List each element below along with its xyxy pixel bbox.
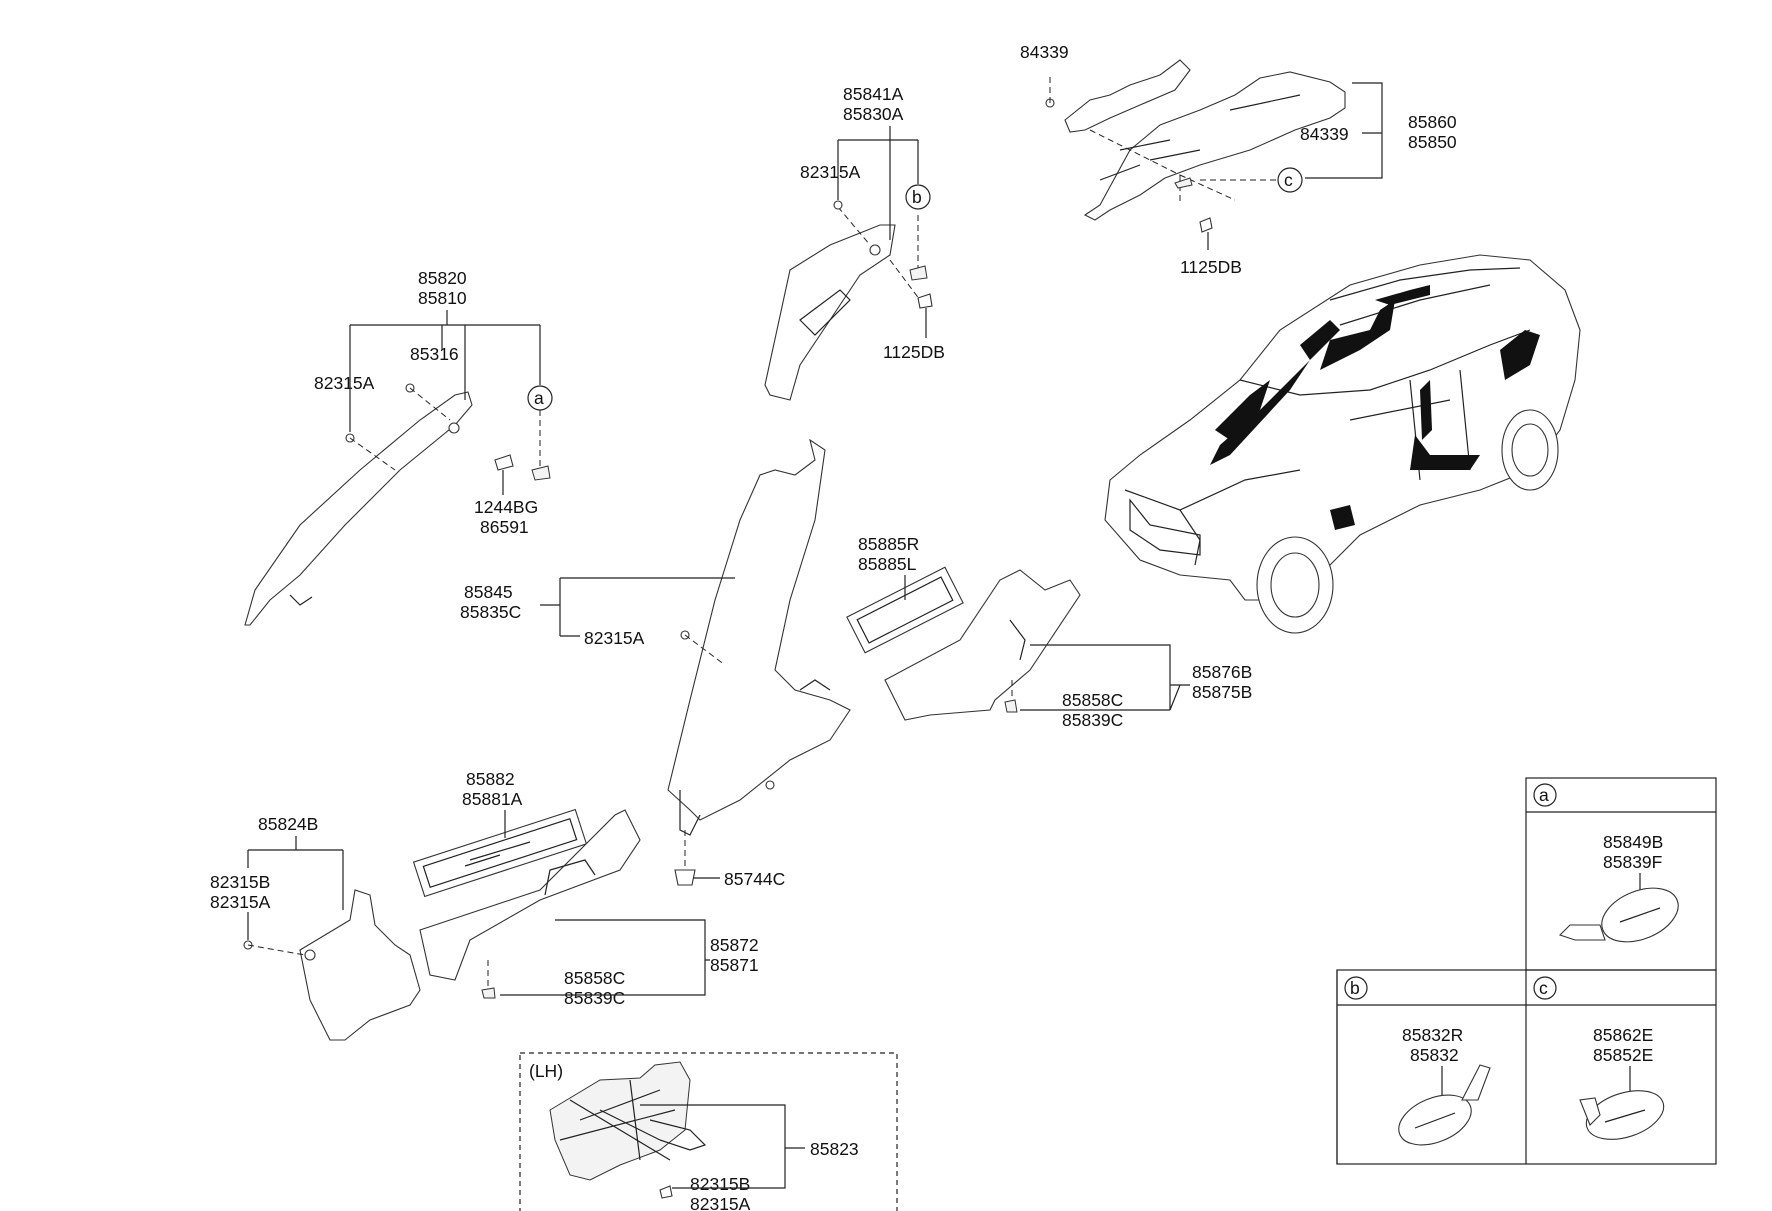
label-84339-mid: 84339: [1300, 124, 1349, 144]
label-82315a-a: 82315A: [314, 373, 375, 393]
label-85832: 85832: [1410, 1045, 1459, 1065]
label-85810: 85810: [418, 288, 467, 308]
center-pillar-lower-trim-part: [667, 438, 851, 836]
label-82315a-c: 82315A: [584, 628, 645, 648]
label-85858c-b: 85858C: [564, 968, 625, 988]
label-85862e: 85862E: [1593, 1025, 1653, 1045]
a-pillar-trim-part: [244, 391, 473, 626]
label-85875b: 85875B: [1192, 682, 1252, 702]
label-85839c-a: 85839C: [1062, 710, 1123, 730]
label-85849b: 85849B: [1603, 832, 1663, 852]
label-85881a: 85881A: [462, 789, 523, 809]
label-85882: 85882: [466, 769, 515, 789]
label-85835c: 85835C: [460, 602, 521, 622]
vehicle-illustration: [1104, 254, 1581, 634]
front-door-sill-trim-part: [419, 809, 641, 981]
label-82315a-b: 82315A: [800, 162, 861, 182]
rear-quarter-trim-part: [1045, 59, 1346, 221]
label-85852e: 85852E: [1593, 1045, 1653, 1065]
label-85860: 85860: [1408, 112, 1457, 132]
lh-lower-trim-part: [549, 1061, 707, 1181]
callout-c-top: [1277, 167, 1303, 193]
legend-a-letter: a: [1539, 785, 1549, 805]
label-82315b-a: 82315B: [210, 872, 270, 892]
label-84339-top: 84339: [1020, 42, 1069, 62]
label-85820: 85820: [418, 268, 467, 288]
rear-door-sill-trim-part: [884, 569, 1081, 721]
clip-c-part: [1174, 177, 1193, 189]
callout-b-letter: b: [912, 187, 922, 207]
label-82315b-b: 82315B: [690, 1174, 750, 1194]
label-85885l: 85885L: [858, 554, 917, 574]
label-85845: 85845: [464, 582, 513, 602]
label-85823: 85823: [810, 1139, 859, 1159]
label-85872: 85872: [710, 935, 759, 955]
label-85316: 85316: [410, 344, 459, 364]
label-85876b: 85876B: [1192, 662, 1252, 682]
label-85841a: 85841A: [843, 84, 904, 104]
label-1125db-a: 1125DB: [1180, 257, 1242, 277]
label-85850: 85850: [1408, 132, 1457, 152]
label-85839c-b: 85839C: [564, 988, 625, 1008]
label-lh: (LH): [529, 1061, 563, 1081]
legend-b-letter: b: [1350, 978, 1360, 998]
callout-b: [905, 184, 931, 210]
callout-a-letter: a: [534, 388, 544, 408]
airbag-cover-b-part: [1398, 1064, 1491, 1146]
label-82315a-e: 82315A: [690, 1194, 751, 1211]
legend-c-marker: [1533, 976, 1557, 1000]
label-86591: 86591: [480, 517, 529, 537]
label-85871: 85871: [710, 955, 759, 975]
label-85832r: 85832R: [1402, 1025, 1463, 1045]
rear-scuff-plate-part: [846, 566, 964, 654]
callout-c-top-letter: c: [1284, 170, 1293, 190]
airbag-cover-c-part: [1579, 1090, 1665, 1140]
legend-c-letter: c: [1539, 978, 1548, 998]
bolt-1125db-part: [1199, 217, 1213, 233]
label-85744c: 85744C: [724, 869, 785, 889]
callout-a: [527, 385, 553, 411]
legend-a-marker: [1533, 783, 1557, 807]
label-1244bg: 1244BG: [474, 497, 538, 517]
label-85858c-a: 85858C: [1062, 690, 1123, 710]
airbag-cover-a-part: [1558, 887, 1679, 943]
clip-85744c-part: [674, 869, 696, 886]
front-scuff-plate-part: [412, 808, 588, 898]
label-85885r: 85885R: [858, 534, 919, 554]
label-1125db-b: 1125DB: [883, 342, 945, 362]
label-85830a: 85830A: [843, 104, 904, 124]
legend-table: [1336, 777, 1717, 1165]
label-85824b: 85824B: [258, 814, 318, 834]
cowl-side-trim-part: [299, 889, 421, 1041]
label-85839f: 85839F: [1603, 852, 1662, 872]
label-82315a-d: 82315A: [210, 892, 271, 912]
legend-b-marker: [1344, 976, 1368, 1000]
upper-pillar-trim-part: [764, 224, 896, 401]
